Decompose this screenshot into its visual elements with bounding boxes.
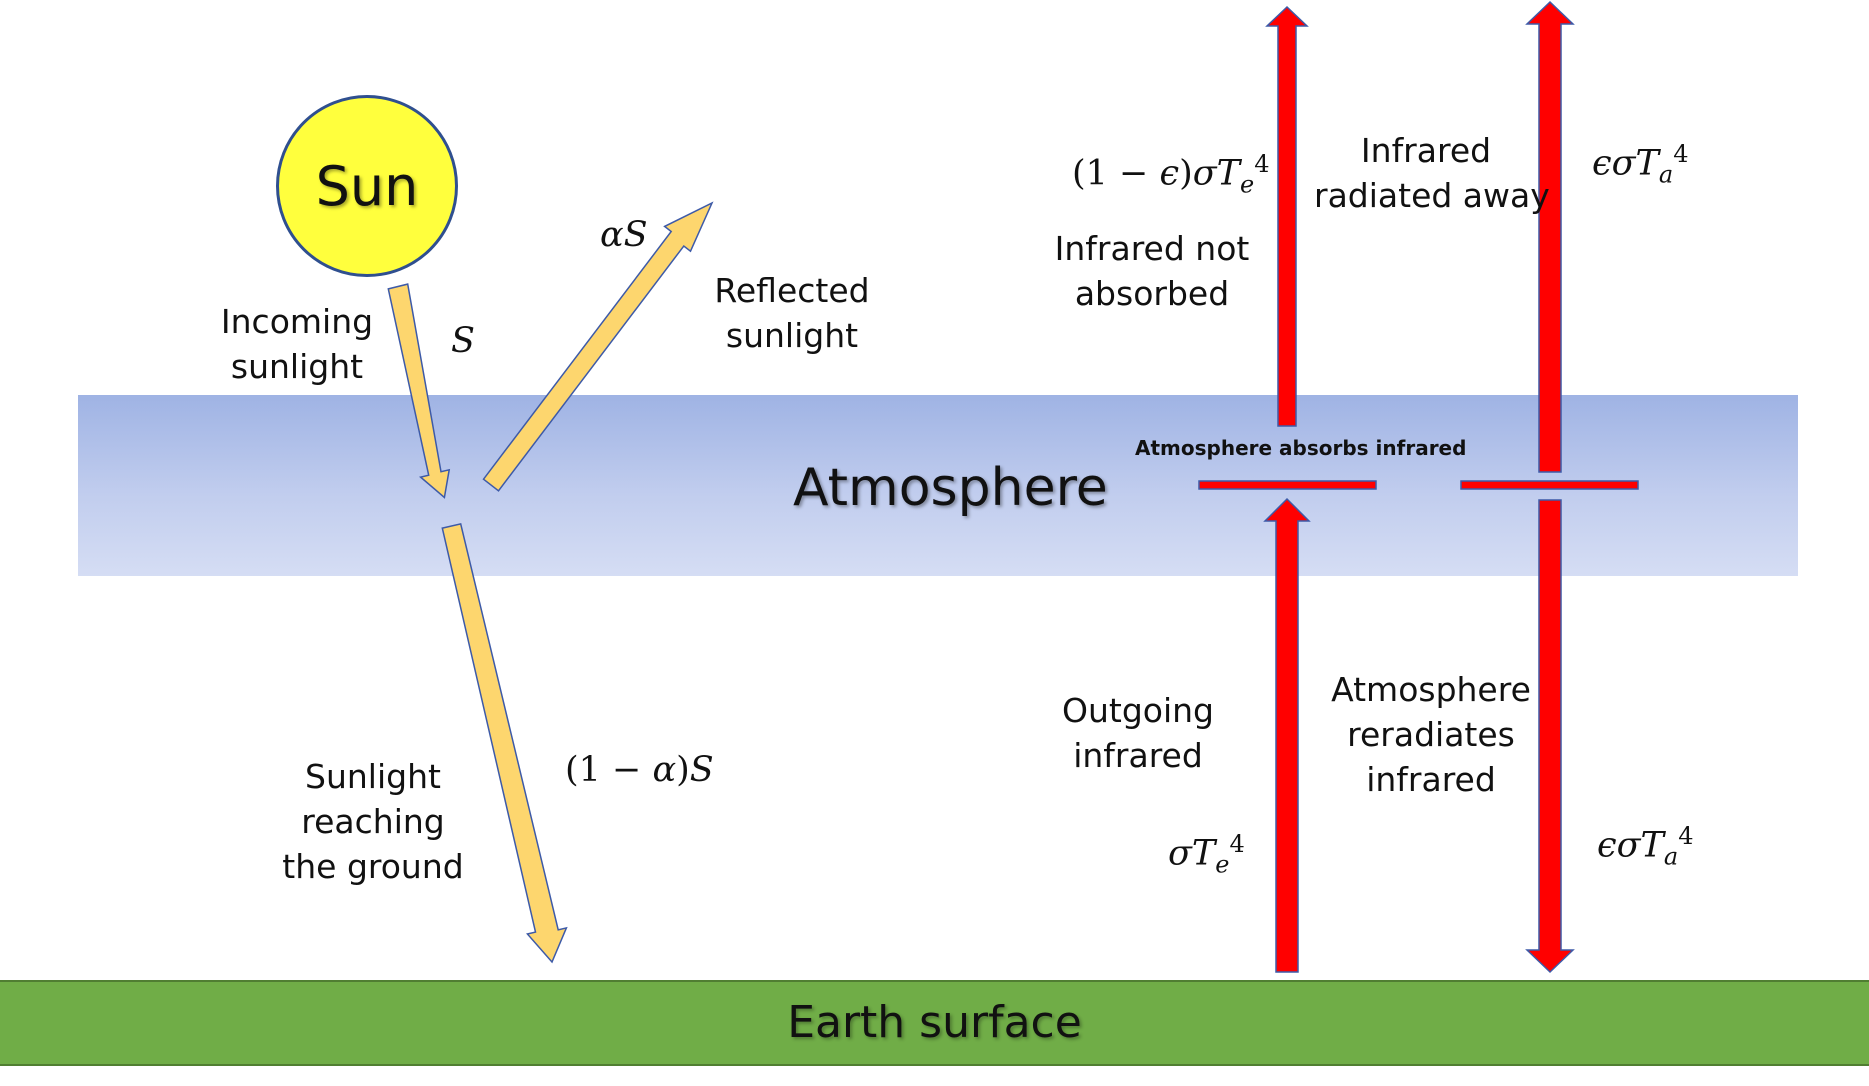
epsilon-symbol: ϵ [1597, 825, 1617, 866]
T-symbol: T [1640, 825, 1664, 866]
reflected-sunlight-line-2: sunlight [725, 316, 859, 355]
incoming-flux-S: S [451, 321, 475, 361]
ground-flux-one-minus-alpha-S: (1 − α)S [565, 750, 714, 790]
reradiated-flux-formula: ϵσTa4 [1597, 822, 1693, 871]
T-symbol: T [1216, 153, 1241, 194]
infrared-not-absorbed-label: Infrared not absorbed [1047, 226, 1257, 316]
earth-surface-label: Earth surface [787, 997, 1082, 1048]
sunlight-reaching-line-1: Sunlight [305, 757, 441, 796]
sigma-symbol: σ [1616, 825, 1641, 866]
sunlight-reaching-line-2: reaching [301, 802, 445, 841]
radiated-away-flux-formula: ϵσTa4 [1592, 140, 1688, 189]
close-paren: ) [676, 750, 690, 790]
sigma-symbol: σ [1611, 143, 1636, 184]
outgoing-infrared-arrow [1263, 497, 1311, 973]
atmosphere-label: Atmosphere [793, 458, 1108, 518]
T-symbol: T [1635, 143, 1659, 184]
subscript-e: e [1215, 850, 1230, 879]
infrared-not-absorbed-line-2: absorbed [1074, 274, 1230, 313]
one-minus-text: (1 − [565, 750, 653, 790]
power-4: 4 [1229, 830, 1245, 858]
reflected-sunlight-line-1: Reflected [714, 271, 870, 310]
sun-circle [276, 95, 458, 277]
S-symbol: S [623, 215, 648, 255]
atmosphere-absorbs-label: Atmosphere absorbs infrared [1135, 436, 1467, 460]
outgoing-infrared-label: Outgoing infrared [1058, 688, 1218, 778]
sunlight-reaching-ground-arrow [441, 523, 568, 964]
atmosphere-reradiates-arrow [1525, 499, 1575, 974]
reflected-sunlight-arrow [482, 201, 714, 492]
outgoing-flux-formula: σTe4 [1168, 830, 1245, 879]
incoming-sunlight-label: Incoming sunlight [212, 299, 382, 389]
subscript-a: a [1658, 160, 1674, 189]
absorption-bar-right [1460, 480, 1639, 490]
incoming-sunlight-arrow [387, 283, 451, 499]
reflected-flux-alpha-S: αS [600, 215, 648, 255]
subscript-a: a [1663, 842, 1679, 871]
subscript-e: e [1240, 170, 1255, 199]
atmosphere-reradiates-line-2: reradiates [1347, 715, 1515, 754]
power-4: 4 [1254, 150, 1270, 178]
close-paren: ) [1179, 153, 1193, 194]
infrared-not-absorbed-arrow [1265, 5, 1309, 427]
sigma-symbol: σ [1192, 153, 1217, 194]
one-minus-text: (1 − [1072, 153, 1160, 194]
S-symbol: S [689, 750, 714, 790]
outgoing-infrared-line-1: Outgoing [1062, 691, 1214, 730]
atmosphere-reradiates-line-3: infrared [1366, 760, 1496, 799]
infrared-radiated-away-arrow [1525, 0, 1575, 473]
incoming-sunlight-line-1: Incoming [220, 302, 374, 341]
not-absorbed-flux-formula: (1 − ϵ)σTe4 [1072, 150, 1270, 199]
power-4: 4 [1673, 140, 1689, 168]
atmosphere-reradiates-label: Atmosphere reradiates infrared [1326, 667, 1536, 802]
epsilon-symbol: ϵ [1159, 153, 1180, 194]
infrared-radiated-away-label: Infrared radiated away [1314, 128, 1550, 218]
absorption-bar-left [1198, 480, 1377, 490]
reflected-sunlight-label: Reflected sunlight [702, 268, 882, 358]
infrared-radiated-line-1: Infrared [1360, 131, 1492, 170]
alpha-symbol: α [600, 215, 624, 255]
earth-surface [0, 980, 1869, 1066]
infrared-radiated-line-2: radiated away [1314, 176, 1550, 215]
sunlight-reaching-ground-label: Sunlight reaching the ground [273, 754, 473, 889]
alpha-symbol: α [652, 750, 677, 790]
sunlight-reaching-line-3: the ground [282, 847, 464, 886]
power-4: 4 [1678, 822, 1694, 850]
T-symbol: T [1191, 833, 1216, 874]
incoming-sunlight-line-2: sunlight [230, 347, 364, 386]
sigma-symbol: σ [1168, 833, 1192, 874]
infrared-not-absorbed-line-1: Infrared not [1054, 229, 1250, 268]
sun-label: Sun [315, 155, 419, 218]
epsilon-symbol: ϵ [1592, 143, 1612, 184]
outgoing-infrared-line-2: infrared [1073, 736, 1203, 775]
atmosphere-reradiates-line-1: Atmosphere [1331, 670, 1531, 709]
